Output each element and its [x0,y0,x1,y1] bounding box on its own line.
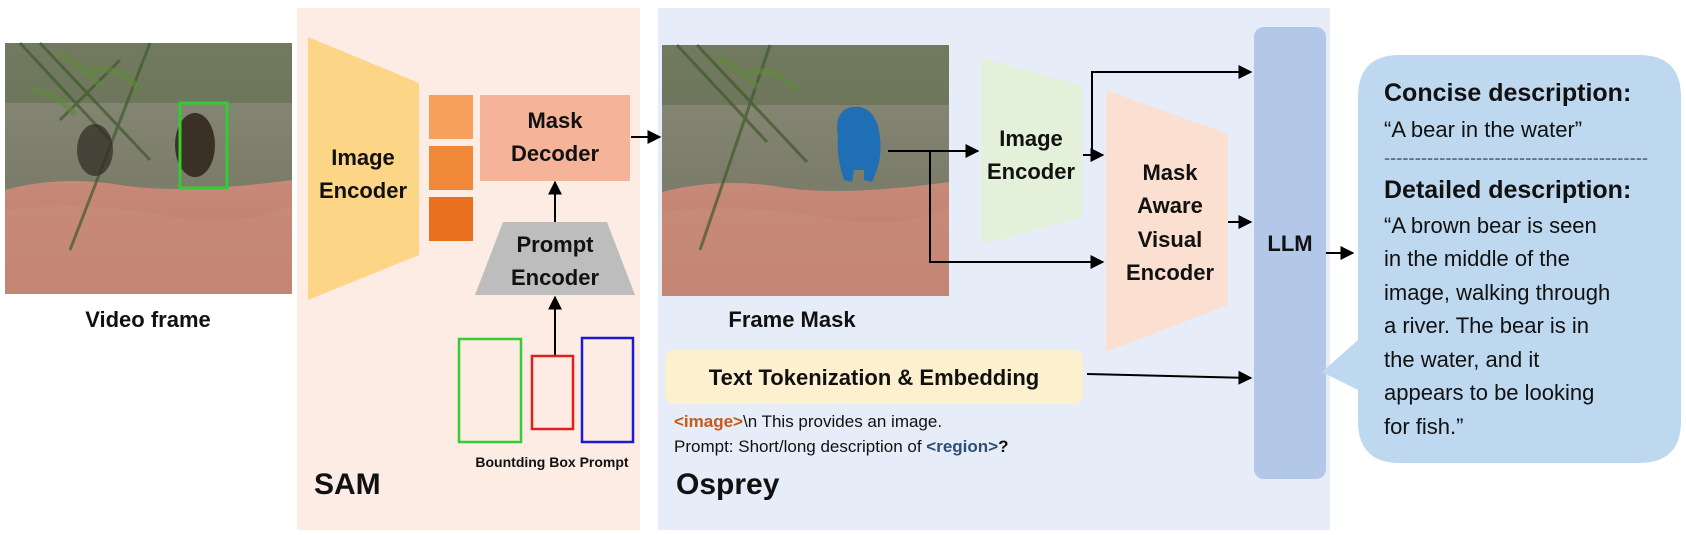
llm-block [1254,27,1326,479]
frame-mask-caption: Frame Mask [728,307,856,332]
video-frame-caption: Video frame [85,307,211,332]
osprey-image-encoder [981,58,1082,244]
prompt-encoder [475,222,635,295]
prompt-line2-start: Prompt: Short/long description of [674,437,926,456]
sam-image-encoder [308,37,419,300]
video-frame-image [5,41,292,294]
concise-heading: Concise description: [1384,79,1631,107]
sam-image-encoder-label-line1: Image [331,145,395,170]
video-frame-bbox [178,101,229,190]
detailed-line: in the middle of the [1384,246,1570,271]
bbox-prompt-label: Bountding Box Prompt [475,454,629,470]
prompt-line1-rest: \n This provides an image. [743,412,942,431]
detailed-line: “A brown bear is seen [1384,213,1597,238]
concise-text: “A bear in the water” [1384,117,1582,142]
prompt-template-line2: Prompt: Short/long description of <regio… [674,437,1009,456]
text-tokenization-box [665,350,1083,404]
llm-label: LLM [1267,231,1312,256]
description-separator: ----------------------------------------… [1384,151,1648,165]
osprey-image-encoder-label-line2: Encoder [987,159,1075,184]
bbox-prompt-blue [580,336,635,444]
mask-decoder-label-line1: Mask [527,108,583,133]
detailed-line: image, walking through [1384,280,1610,305]
feature-token-1 [429,95,473,139]
prompt-encoder-label-line1: Prompt [517,232,595,257]
image-token: <image> [674,412,743,431]
mave-label-line3: Visual [1138,227,1202,252]
detailed-line: a river. The bear is in [1384,313,1589,338]
bbox-prompt-red [530,354,575,431]
region-token: <region> [926,437,998,456]
mave-label-line4: Encoder [1126,260,1214,285]
frame-mask-image [662,43,949,296]
mave-label-line2: Aware [1137,193,1203,218]
prompt-encoder-label-line2: Encoder [511,265,599,290]
detailed-line: the water, and it [1384,347,1539,372]
sam-image-encoder-label-line2: Encoder [319,178,407,203]
prompt-template-line1: <image>\n This provides an image. [674,412,942,431]
arrow-frame-to-mave [929,151,1105,269]
mask-aware-visual-encoder [1106,90,1228,352]
detailed-line: appears to be looking [1384,380,1594,405]
detailed-line: for fish.” [1384,414,1463,439]
mask-decoder-label-line2: Decoder [511,141,599,166]
text-tokenization-label: Text Tokenization & Embedding [709,365,1039,390]
mask-decoder [480,95,630,181]
osprey-panel-title: Osprey [676,468,780,501]
feature-token-3 [429,197,473,241]
arrow-text-to-llm [1086,370,1253,385]
bbox-prompt-green [457,337,523,444]
detailed-heading: Detailed description: [1384,176,1631,204]
osprey-image-encoder-label-line1: Image [999,126,1063,151]
sam-panel-title: SAM [314,468,381,501]
mave-label-line1: Mask [1142,160,1198,185]
detailed-description: “A brown bear is seen in the middle of t… [1384,213,1610,439]
output-speech-bubble [1322,55,1681,463]
prompt-line2-end: ? [998,437,1008,456]
bear-mask [837,106,881,182]
feature-token-2 [429,146,473,190]
